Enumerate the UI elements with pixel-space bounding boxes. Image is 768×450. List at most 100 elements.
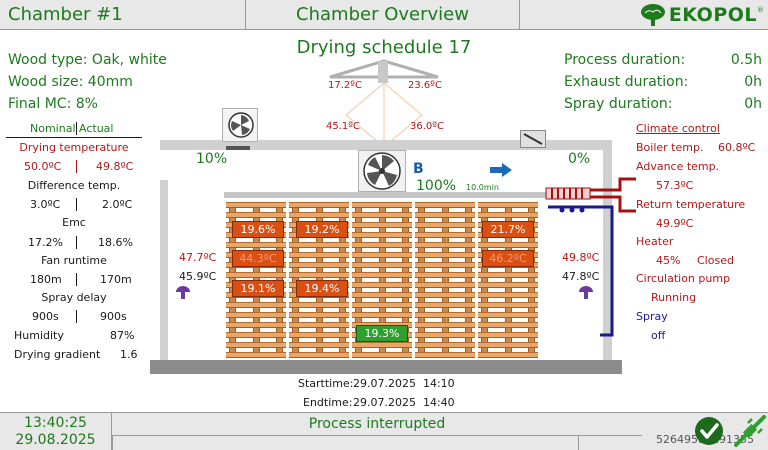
lumber-board (352, 222, 412, 228)
lumber-board (289, 312, 349, 318)
lumber-board (415, 272, 475, 278)
lumber-board (352, 342, 412, 348)
exhaust-duration-label: Exhaust duration: (564, 74, 689, 90)
false-ceiling (224, 192, 546, 198)
lumber-board (478, 282, 538, 288)
lumber-board (415, 252, 475, 258)
logo-text: EKOPOL (668, 3, 757, 26)
lumber-board (289, 342, 349, 348)
lumber-board (415, 202, 475, 208)
final-mc: Final MC: 8% (8, 96, 98, 112)
fan-direction: B (413, 161, 424, 177)
vent-left-inner-temp: 45.1ºC (326, 121, 360, 132)
emc-nominal[interactable]: 17.2% (28, 236, 63, 249)
right-sensor-lower-temp: 47.8ºC (562, 270, 600, 283)
lumber-board (289, 352, 349, 358)
lumber-board (415, 212, 475, 218)
status-bar: Process interrupted (112, 412, 642, 450)
circulation-pump-state: Running (651, 291, 697, 304)
stack-2-row-3-mc: 19.4% (296, 280, 348, 297)
lumber-board (289, 242, 349, 248)
lumber-board (478, 212, 538, 218)
lumber-board (478, 322, 538, 328)
actual-header: Actual (79, 122, 114, 135)
lumber-board (226, 302, 286, 308)
spray-delay-label: Spray delay (41, 291, 107, 304)
start-time-label: Starttime: (298, 377, 354, 390)
vent-right-inner-temp: 36.0ºC (410, 121, 444, 132)
kiln-roof (160, 140, 612, 150)
spray-delay-nominal[interactable]: 900s (32, 310, 59, 323)
lumber-board (289, 262, 349, 268)
schedule-title[interactable]: Drying schedule 17 (296, 37, 472, 58)
boiler-temp-value: 60.8ºC (718, 141, 756, 154)
status-cell-divider (578, 435, 579, 450)
lumber-board (226, 272, 286, 278)
vent-left-outer-temp: 17.2ºC (328, 80, 362, 91)
lumber-board (415, 292, 475, 298)
status-cell-divider (112, 435, 113, 450)
stack-1-row-3-mc: 19.1% (232, 280, 284, 297)
fan-direction-arrow-icon (490, 163, 512, 177)
circulation-pump-label: Circulation pump (636, 272, 731, 285)
exhaust-duration-value: 0h (744, 74, 762, 90)
fan-runtime-nominal[interactable]: 180m (30, 273, 62, 286)
lumber-board (226, 312, 286, 318)
heater-percent: 45% (656, 254, 681, 267)
advance-temp-value: 57.3ºC (656, 179, 694, 192)
header-divider (6, 137, 142, 138)
lumber-board (415, 322, 475, 328)
lumber-board (415, 232, 475, 238)
lumber-board (226, 322, 286, 328)
lumber-board (415, 312, 475, 318)
left-flap (226, 146, 250, 150)
lumber-board (352, 272, 412, 278)
left-flap-percent: 10% (196, 151, 228, 167)
heating-pipes (545, 177, 636, 337)
stack-2-row-1-mc: 19.2% (296, 221, 348, 238)
clock-time: 13:40:25 (24, 415, 87, 431)
end-time-value: 29.07.2025 14:40 (353, 396, 455, 409)
lumber-board (289, 332, 349, 338)
lumber-board (289, 272, 349, 278)
diff-temp-nominal[interactable]: 3.0ºC (30, 198, 61, 211)
lumber-board (415, 302, 475, 308)
wood-type: Wood type: Oak, white (8, 52, 167, 68)
ok-check-icon[interactable] (694, 416, 724, 446)
chamber-title: Chamber #1 (8, 4, 123, 25)
connection-plug-icon[interactable] (732, 413, 768, 449)
left-sensor-upper-temp: 47.7ºC (179, 251, 217, 264)
column-divider (76, 236, 77, 249)
drying-gradient-label: Drying gradient (14, 348, 101, 361)
climate-control-title[interactable]: Climate control (636, 122, 720, 135)
drying-temp-label: Drying temperature (19, 141, 129, 154)
stack-1-row-2-temp: 44.3ºC (232, 250, 284, 267)
humidity-label: Humidity (14, 329, 64, 342)
logo-registered: ® (757, 6, 764, 14)
exhaust-vent (329, 59, 439, 147)
right-flap-percent: 0% (568, 151, 591, 167)
lumber-board (415, 242, 475, 248)
footer-icons: 52649589191355 (642, 412, 768, 450)
clock-date: 29.08.2025 (15, 432, 96, 448)
drying-gradient-value: 1.6 (120, 348, 138, 361)
lumber-board (226, 242, 286, 248)
tree-icon (640, 3, 665, 26)
chamber-selector[interactable]: Chamber #1 (0, 0, 246, 30)
drying-temp-nominal[interactable]: 50.0ºC (24, 160, 62, 173)
lumber-board (478, 352, 538, 358)
left-wall (160, 180, 168, 362)
logo: EKOPOL ® (520, 0, 768, 30)
lumber-board (289, 302, 349, 308)
lumber-board (352, 232, 412, 238)
drying-temp-actual: 49.8ºC (96, 160, 134, 173)
spray-state: off (651, 329, 666, 342)
column-divider (76, 160, 77, 173)
advance-temp-label: Advance temp. (636, 160, 720, 173)
fan-runtime-label: Fan runtime (41, 254, 107, 267)
lumber-board (226, 212, 286, 218)
diff-temp-label: Difference temp. (27, 179, 121, 192)
lumber-board (478, 292, 538, 298)
right-sensor-upper-temp: 49.8ºC (562, 251, 600, 264)
lumber-board (352, 242, 412, 248)
